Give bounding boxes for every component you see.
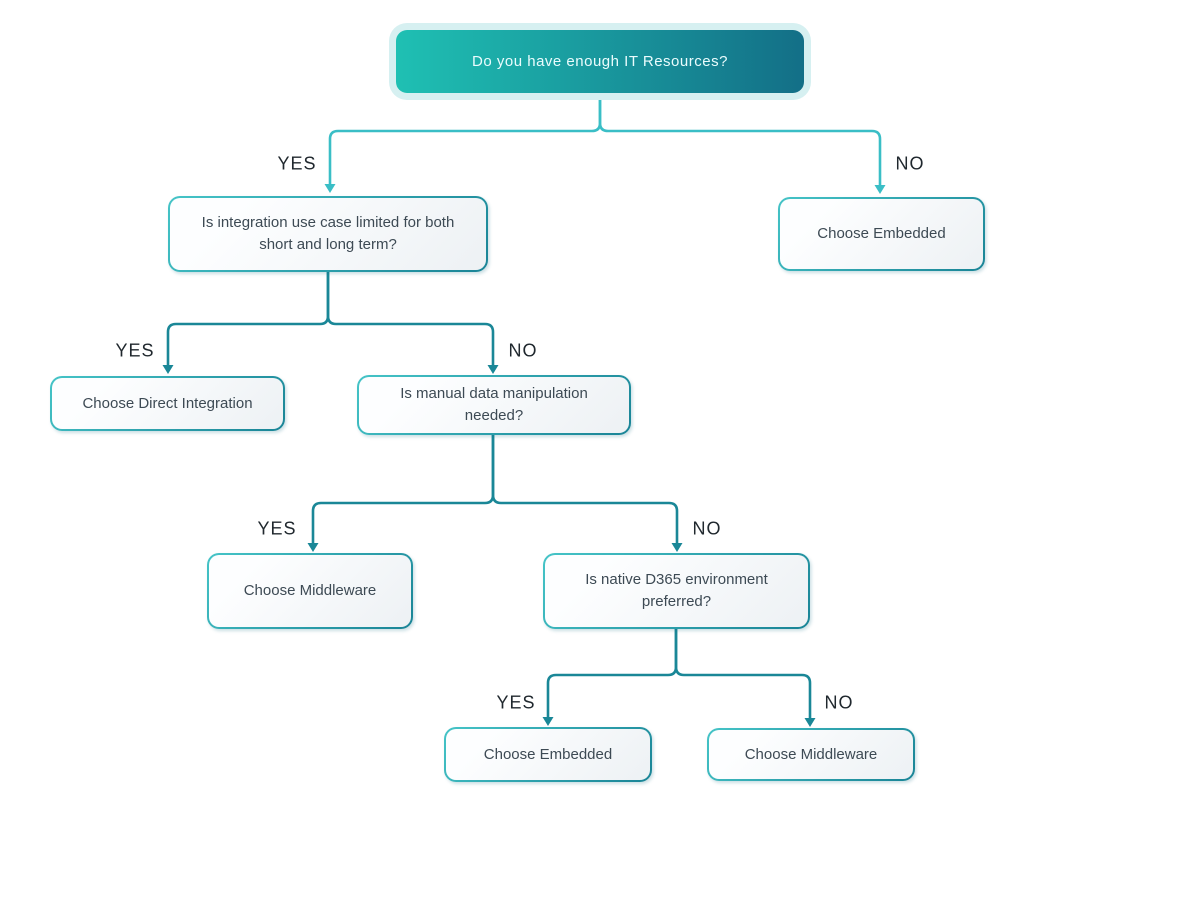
edge-root-yes-line [328, 91, 602, 186]
flow-node-question-integration-scope: Is integration use case limited for both… [168, 196, 488, 272]
edge-d365-yes-line [546, 627, 678, 719]
flow-node-outcome-middleware-1-label: Choose Middleware [209, 555, 411, 627]
flow-node-outcome-middleware-2-label: Choose Middleware [709, 730, 913, 779]
flow-node-question-manual-data: Is manual data manipulation needed? [357, 375, 631, 435]
arrowhead-d365-no-icon [804, 718, 816, 727]
flow-node-question-integration-scope-label: Is integration use case limited for both… [170, 198, 486, 270]
flow-node-question-native-d365-label: Is native D365 environment preferred? [545, 555, 808, 627]
flow-node-outcome-embedded-1: Choose Embedded [778, 197, 985, 271]
flow-node-outcome-embedded-1-label: Choose Embedded [780, 199, 983, 269]
flow-node-question-manual-data-label: Is manual data manipulation needed? [359, 377, 629, 433]
arrowhead-root-yes-icon [324, 184, 336, 193]
edge-label-integration-no: NO [508, 340, 538, 361]
edge-label-integration-yes: YES [115, 340, 155, 361]
flow-node-outcome-direct-integration-label: Choose Direct Integration [52, 378, 283, 429]
arrowhead-root-no-icon [874, 185, 886, 194]
flow-node-outcome-middleware-1: Choose Middleware [207, 553, 413, 629]
edge-manual-no-line [491, 433, 679, 545]
edge-integration-yes-line [166, 270, 330, 367]
edge-label-root-yes: YES [277, 153, 317, 174]
arrowhead-manual-no-icon [671, 543, 683, 552]
flow-node-root: Do you have enough IT Resources? [396, 30, 804, 93]
edge-manual-yes-line [311, 433, 495, 545]
edge-integration-no-line [326, 270, 495, 367]
edge-label-root-no: NO [895, 153, 925, 174]
edge-label-d365-no: NO [824, 692, 854, 713]
edge-label-manual-yes: YES [257, 518, 297, 539]
flow-node-outcome-embedded-2: Choose Embedded [444, 727, 652, 782]
flow-node-root-label: Do you have enough IT Resources? [472, 53, 728, 70]
edge-root-no-line [598, 91, 882, 187]
arrowhead-integration-yes-icon [162, 365, 174, 374]
edge-label-d365-yes: YES [496, 692, 536, 713]
flow-node-outcome-embedded-2-label: Choose Embedded [446, 729, 650, 780]
flow-node-question-native-d365: Is native D365 environment preferred? [543, 553, 810, 629]
arrowhead-integration-no-icon [487, 365, 499, 374]
arrowhead-manual-yes-icon [307, 543, 319, 552]
arrowhead-d365-yes-icon [542, 717, 554, 726]
flow-node-outcome-direct-integration: Choose Direct Integration [50, 376, 285, 431]
edge-label-manual-no: NO [692, 518, 722, 539]
flow-node-outcome-middleware-2: Choose Middleware [707, 728, 915, 781]
edge-d365-no-line [674, 627, 812, 720]
